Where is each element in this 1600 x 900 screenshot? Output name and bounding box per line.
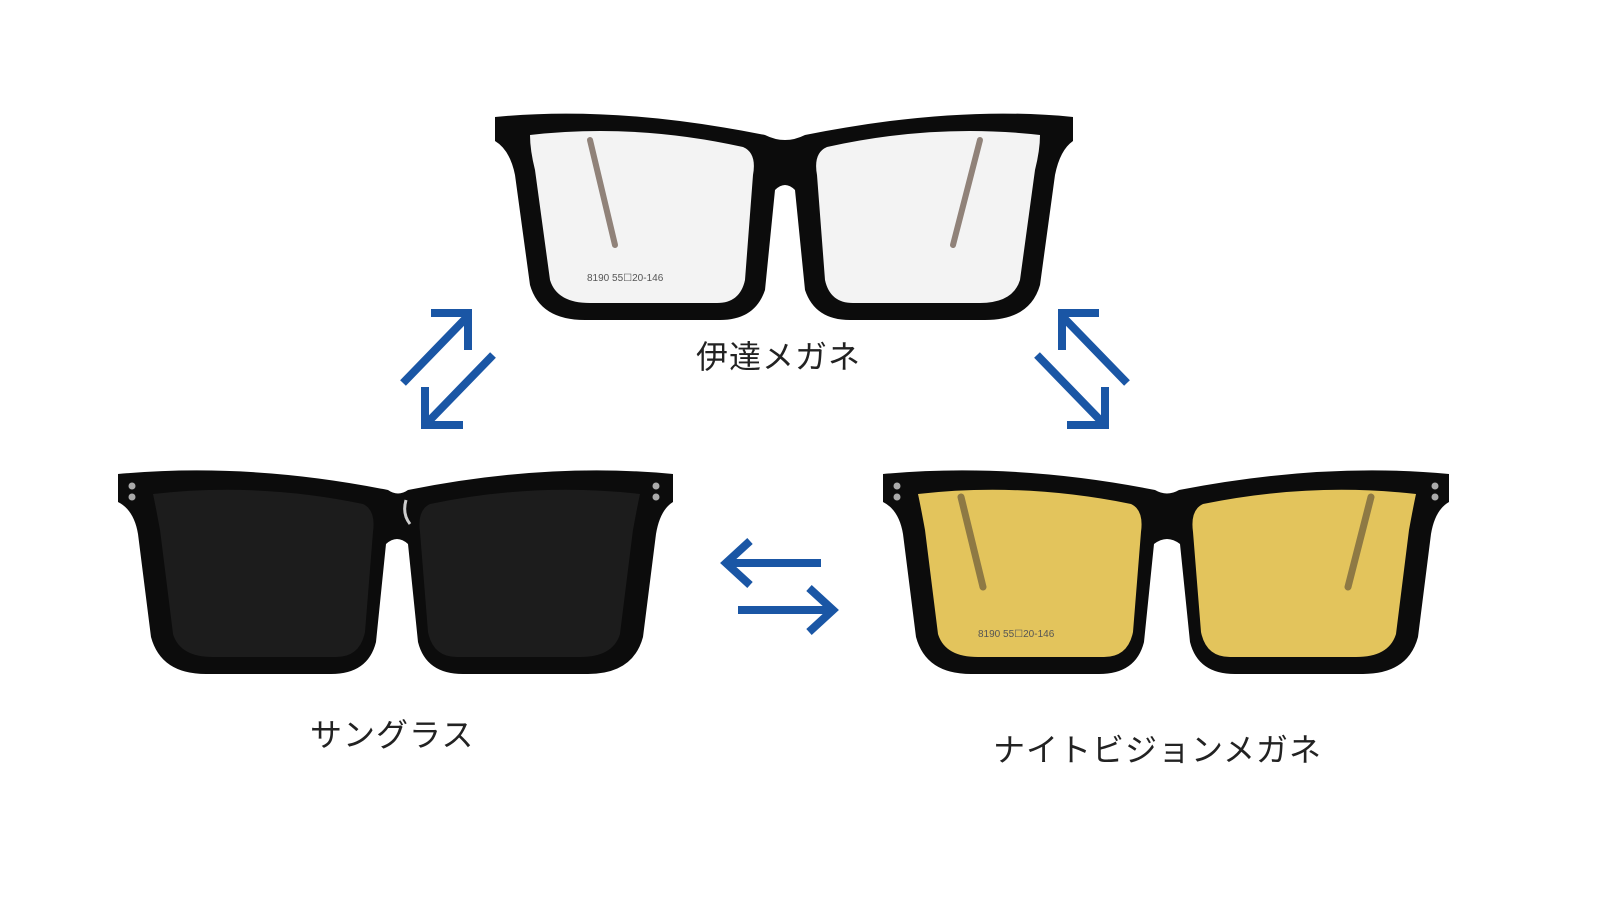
top-right-exchange-arrow [1034, 309, 1130, 429]
bottom-exchange-arrow [720, 538, 839, 635]
sunglasses-image [118, 470, 673, 674]
right-lens [816, 131, 1040, 303]
frame-imprint: 8190 55☐20-146 [978, 629, 1055, 640]
right-lens [419, 489, 640, 657]
clear-glasses-image: 8190 55☐20-146 [495, 113, 1073, 320]
top-left-exchange-arrow [400, 309, 496, 429]
night-vision-glasses-image: 8190 55☐20-146 [883, 470, 1449, 674]
clear-glasses-label: 伊達メガネ [696, 338, 862, 376]
left-lens [530, 131, 754, 303]
right-lens [1192, 489, 1416, 657]
left-lens [153, 489, 374, 657]
sunglasses-label: サングラス [310, 716, 475, 754]
left-lens [918, 489, 1142, 657]
night-vision-glasses-label: ナイトビジョンメガネ [993, 731, 1323, 769]
frame-imprint: 8190 55☐20-146 [587, 273, 664, 284]
